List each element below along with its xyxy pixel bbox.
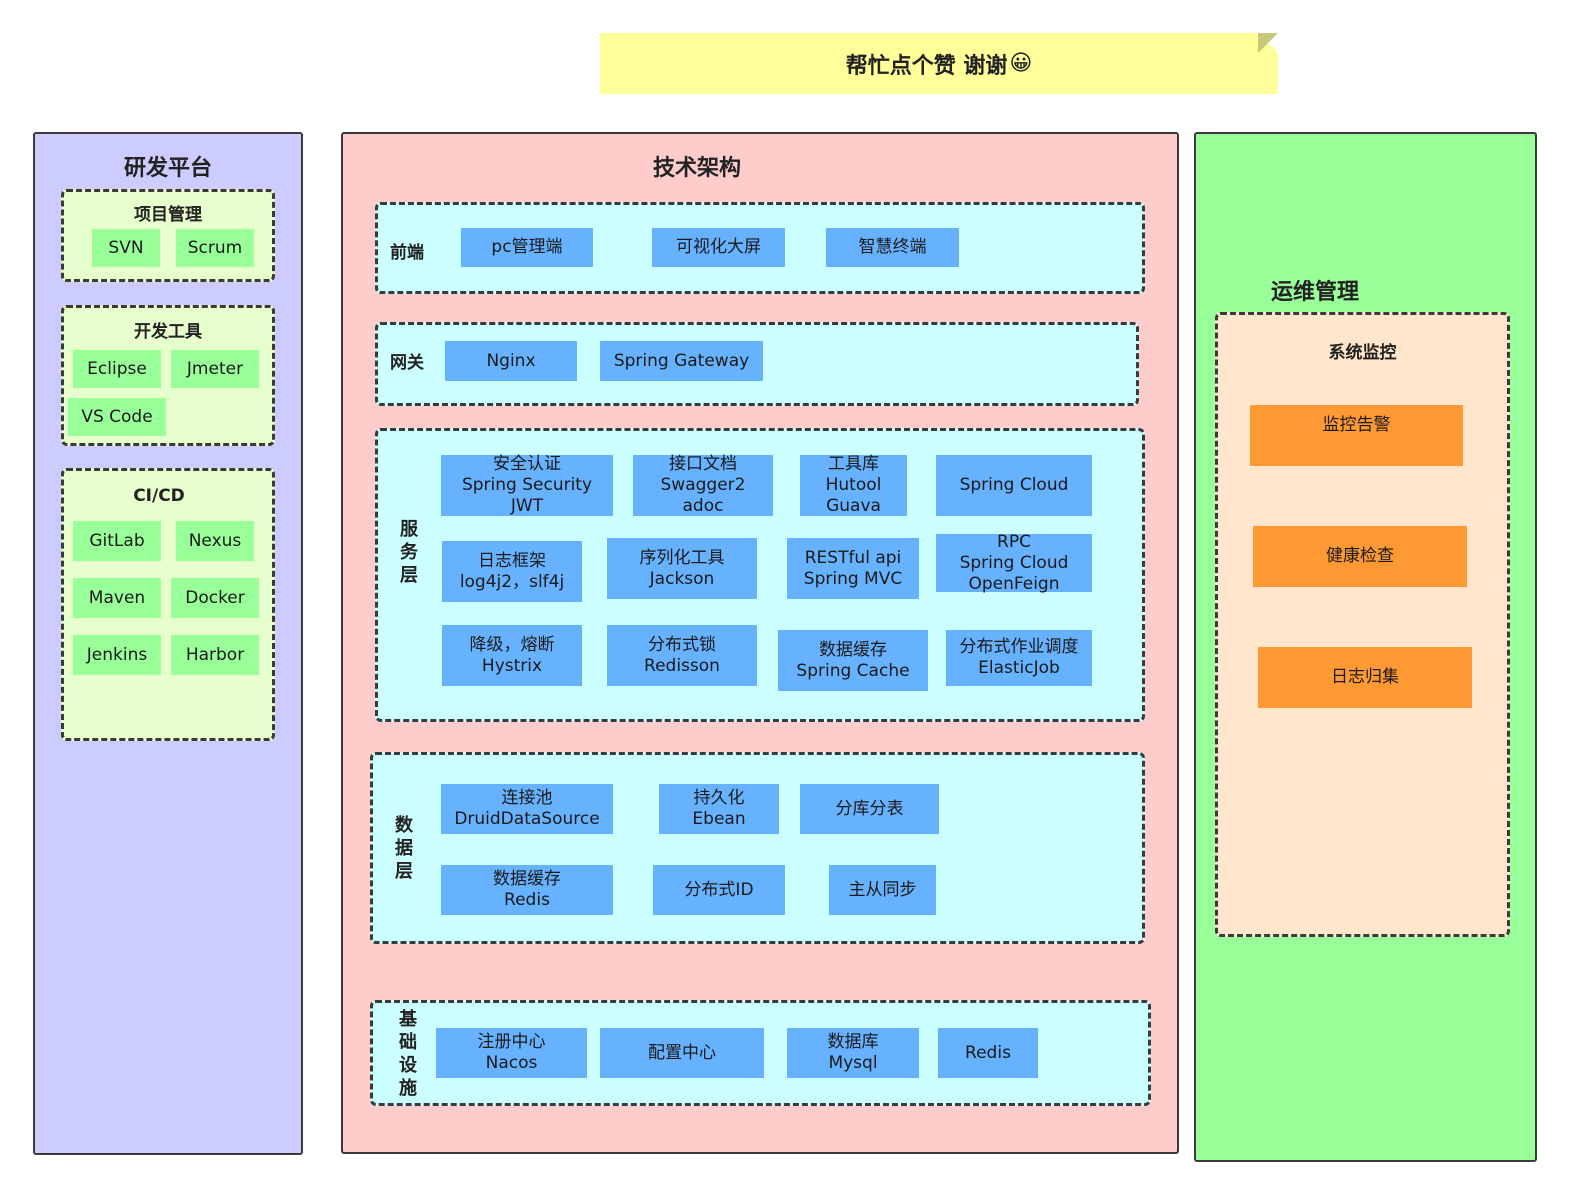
dev-tools-title: 开发工具 — [134, 322, 202, 342]
distributed-lock-box: 分布式锁 Redisson — [607, 625, 757, 686]
druid-box: 连接池 DruidDataSource — [441, 784, 613, 834]
eclipse-box: Eclipse — [73, 350, 161, 388]
redis-infra-box: Redis — [938, 1028, 1038, 1078]
restful-box: RESTful api Spring MVC — [787, 538, 919, 599]
rpc-box: RPC Spring Cloud OpenFeign — [936, 532, 1092, 594]
log-collect-box: 日志归集 — [1258, 647, 1472, 708]
monitor-title: 系统监控 — [1328, 343, 1397, 363]
security-box: 安全认证 Spring Security JWT — [441, 454, 613, 516]
banner-note: 帮忙点个赞 谢谢😀 — [600, 33, 1278, 94]
config-center-box: 配置中心 — [600, 1028, 764, 1078]
rd-platform-title: 研发平台 — [123, 156, 212, 181]
tech-arch-title: 技术架构 — [652, 156, 741, 181]
spring-cloud-box: Spring Cloud — [936, 455, 1092, 516]
distributed-id-box: 分布式ID — [653, 865, 785, 915]
smart-terminal-box: 智慧终端 — [826, 228, 959, 267]
frontend-label: 前端 — [390, 243, 424, 263]
spring-cache-box: 数据缓存 Spring Cache — [778, 630, 928, 691]
maven-box: Maven — [73, 578, 161, 618]
smiley-icon: 😀 — [1009, 51, 1033, 76]
hystrix-box: 降级，熔断 Hystrix — [442, 625, 582, 686]
cicd-title: CI/CD — [133, 486, 185, 506]
ops-title: 运维管理 — [1270, 280, 1359, 305]
vscode-box: VS Code — [68, 398, 166, 436]
service-layer-label: 服务层 — [400, 519, 418, 586]
elasticjob-box: 分布式作业调度 ElasticJob — [946, 630, 1092, 686]
banner-text: 帮忙点个赞 谢谢 — [845, 53, 1008, 79]
spring-gateway-box: Spring Gateway — [600, 341, 763, 381]
data-layer-label: 数据层 — [395, 815, 413, 882]
alert-box: 监控告警 — [1250, 405, 1463, 466]
harbor-box: Harbor — [171, 635, 259, 675]
nacos-box: 注册中心 Nacos — [436, 1028, 587, 1078]
redis-cache-box: 数据缓存 Redis — [441, 865, 613, 915]
infra-label: 基础设施 — [399, 1009, 417, 1099]
serialization-box: 序列化工具 Jackson — [607, 538, 757, 599]
gateway-label: 网关 — [390, 353, 424, 373]
project-mgmt-title: 项目管理 — [134, 205, 202, 225]
master-slave-box: 主从同步 — [829, 865, 936, 915]
mysql-box: 数据库 Mysql — [787, 1028, 919, 1078]
data-layer-group — [370, 752, 1145, 944]
tool-lib-box: 工具库 Hutool Guava — [800, 454, 907, 516]
sharding-box: 分库分表 — [800, 784, 939, 834]
health-check-box: 健康检查 — [1253, 526, 1467, 587]
svn-box: SVN — [92, 229, 160, 267]
ebean-box: 持久化 Ebean — [659, 784, 779, 834]
nexus-box: Nexus — [176, 521, 254, 561]
gitlab-box: GitLab — [73, 521, 161, 561]
jenkins-box: Jenkins — [73, 635, 161, 675]
jmeter-box: Jmeter — [171, 350, 259, 388]
scrum-box: Scrum — [176, 229, 254, 267]
api-docs-box: 接口文档 Swagger2 adoc — [633, 454, 773, 516]
nginx-box: Nginx — [445, 341, 577, 381]
pc-admin-box: pc管理端 — [461, 228, 593, 267]
dashboard-box: 可视化大屏 — [652, 228, 785, 267]
docker-box: Docker — [171, 578, 259, 618]
logging-box: 日志框架 log4j2，slf4j — [442, 541, 582, 602]
note-fold-shade — [1258, 33, 1278, 53]
